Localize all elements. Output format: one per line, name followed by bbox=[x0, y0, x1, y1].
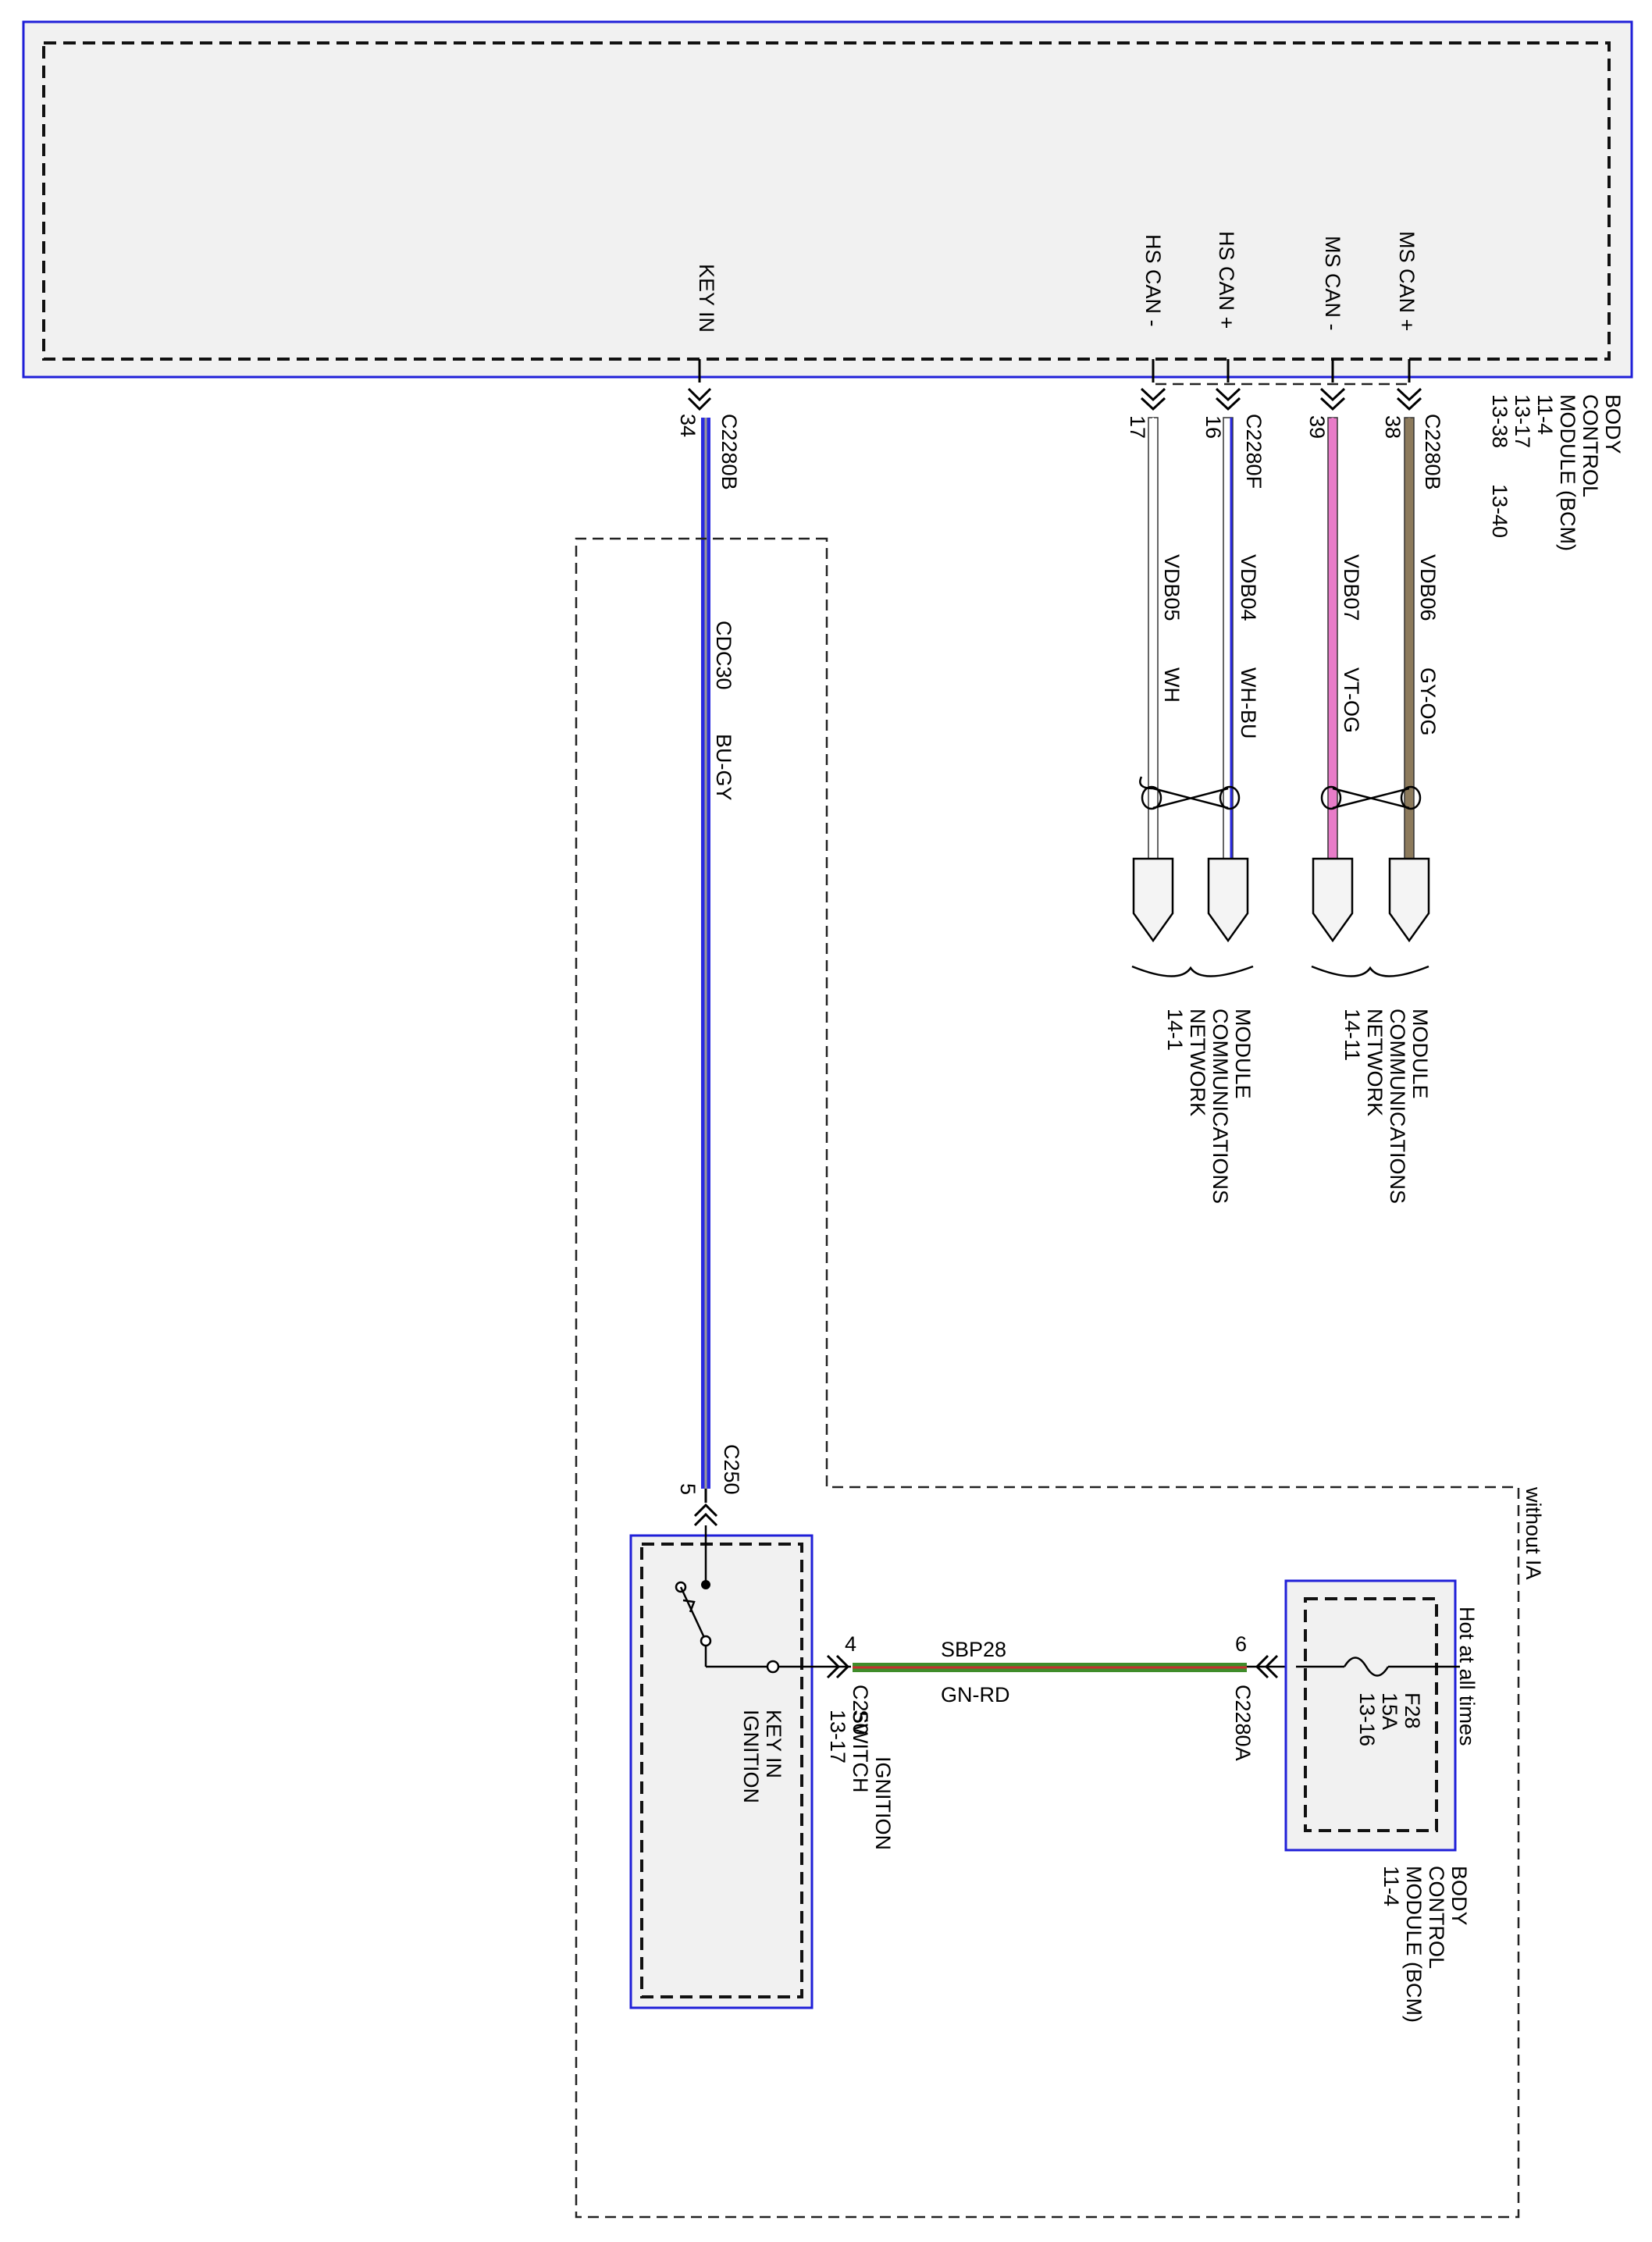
ignition-switch-outer-box bbox=[629, 1534, 814, 2009]
pin-number-38: 38 bbox=[1381, 415, 1405, 439]
bcm-bottom-outer-box bbox=[1284, 1579, 1457, 1852]
bcm-top-extra-ref: 13-40 bbox=[1488, 484, 1511, 538]
circuit-label-vdb04: VDB04 bbox=[1237, 554, 1260, 621]
network-ref-hs: MODULE COMMUNICATIONS NETWORK 14-1 bbox=[1163, 1009, 1255, 1204]
color-label-wh: WH bbox=[1160, 667, 1184, 703]
network-ref-ms-line: COMMUNICATIONS bbox=[1386, 1009, 1409, 1204]
terminal-hs-can-plus bbox=[1207, 857, 1249, 943]
pin-number-17: 17 bbox=[1126, 415, 1149, 439]
fuse-f28-label: F28 15A 13-16 bbox=[1355, 1692, 1424, 1746]
ignition-switch-title-line: 13-17 bbox=[826, 1710, 849, 1763]
pin-label-key-in: KEY IN bbox=[695, 264, 718, 333]
circuit-label-vdb07: VDB07 bbox=[1340, 554, 1363, 621]
connector-c250-top bbox=[693, 1489, 718, 1527]
ignition-internal-label-line: KEY IN bbox=[762, 1710, 785, 1778]
pin-label-hs-can-plus: HS CAN + bbox=[1215, 231, 1238, 329]
bcm-top-title: BODY CONTROL MODULE (BCM) 11-4 13-17 13-… bbox=[1488, 394, 1625, 551]
ignition-switch-title: IGNITION SWITCH 13-17 bbox=[826, 1710, 895, 1850]
bcm-bottom-inner-box bbox=[1304, 1597, 1438, 1832]
circuit-label-vdb06: VDB06 bbox=[1416, 554, 1440, 621]
bcm-top-title-line: CONTROL bbox=[1579, 394, 1602, 497]
fuse-label-line: F28 bbox=[1401, 1692, 1424, 1729]
circuit-label-sbp28: SBP28 bbox=[941, 1638, 1006, 1661]
option-label-without-ia: without IA bbox=[1522, 1486, 1545, 1580]
option-enclosure bbox=[575, 537, 1520, 2219]
connector-label-c250: C250 bbox=[849, 1685, 872, 1735]
network-ref-ms: MODULE COMMUNICATIONS NETWORK 14-11 bbox=[1340, 1009, 1432, 1204]
brace-hs bbox=[1131, 965, 1254, 977]
connector-label-c2280b: C2280B bbox=[717, 414, 741, 490]
fuse-label-line: 13-16 bbox=[1355, 1692, 1379, 1746]
brace-ms bbox=[1311, 965, 1429, 977]
network-ref-ms-line: MODULE bbox=[1408, 1009, 1432, 1099]
connector-ms-can-minus bbox=[1319, 359, 1346, 411]
bcm-bottom-title: BODY CONTROL MODULE (BCM) 11-4 bbox=[1380, 1866, 1471, 2023]
bcm-bottom-title-line: BODY bbox=[1447, 1866, 1471, 1926]
color-label-gn-rd: GN-RD bbox=[941, 1683, 1010, 1706]
connector-c2280b-ms-can bbox=[1396, 359, 1422, 411]
network-ref-hs-line: MODULE bbox=[1231, 1009, 1255, 1099]
bcm-bottom-title-line: 11-4 bbox=[1380, 1866, 1403, 1906]
connector-label-c2280a: C2280A bbox=[1231, 1685, 1255, 1761]
pin-number-4: 4 bbox=[845, 1632, 856, 1656]
bcm-bottom-title-line: MODULE (BCM) bbox=[1402, 1866, 1426, 2023]
pin-number-16: 16 bbox=[1202, 415, 1225, 439]
network-ref-hs-line: COMMUNICATIONS bbox=[1209, 1009, 1232, 1204]
fuse-label-line: 15A bbox=[1378, 1692, 1401, 1730]
pin-label-ms-can-plus: MS CAN + bbox=[1395, 231, 1419, 331]
ignition-switch-inner-box bbox=[640, 1543, 803, 1998]
network-ref-ms-line: 14-11 bbox=[1340, 1009, 1364, 1061]
bcm-top-inner-box bbox=[42, 41, 1611, 361]
connector-c2280f bbox=[1215, 359, 1241, 411]
bcm-bottom-title-line: CONTROL bbox=[1425, 1866, 1448, 1969]
bcm-top-title-line: 13-17 bbox=[1511, 394, 1534, 448]
twisted-pair-ms-symbol bbox=[1320, 785, 1422, 810]
ignition-internal-label: KEY IN IGNITION bbox=[739, 1710, 785, 1803]
connector-label-c250-top: C250 bbox=[720, 1444, 743, 1495]
ignition-switch-title-line: SWITCH bbox=[849, 1710, 872, 1792]
circuit-label-cdc30: CDC30 bbox=[712, 621, 735, 690]
color-label-bu-gy: BU-GY bbox=[712, 734, 735, 801]
twisted-pair-hs-symbol bbox=[1139, 776, 1241, 810]
ignition-switch-title-line: IGNITION bbox=[871, 1756, 895, 1850]
pin-label-ms-can-minus: MS CAN - bbox=[1321, 236, 1344, 331]
color-label-vt-og: VT-OG bbox=[1340, 667, 1363, 733]
supply-label: Hot at all times bbox=[1455, 1607, 1479, 1746]
connector-hs-can-minus bbox=[1140, 359, 1166, 411]
bcm-top-title-line: 13-38 bbox=[1488, 394, 1511, 448]
network-ref-ms-line: NETWORK bbox=[1363, 1009, 1387, 1116]
pin-number-5: 5 bbox=[676, 1483, 700, 1495]
bcm-top-title-line: BODY bbox=[1601, 394, 1625, 454]
connector-label-c2280f: C2280F bbox=[1242, 414, 1266, 489]
network-ref-hs-line: 14-1 bbox=[1163, 1009, 1187, 1051]
connector-label-c2280b-ms: C2280B bbox=[1421, 414, 1444, 490]
connector-c2280b-key-in bbox=[687, 359, 712, 411]
color-label-wh-bu: WH-BU bbox=[1237, 667, 1260, 738]
terminal-hs-can-minus bbox=[1132, 857, 1174, 943]
fuse-f28-symbol bbox=[1296, 1657, 1460, 1677]
circuit-label-vdb05: VDB05 bbox=[1160, 554, 1184, 621]
pin-number-6: 6 bbox=[1235, 1632, 1247, 1656]
key-in-switch-symbol bbox=[675, 1525, 820, 1674]
terminal-ms-can-plus bbox=[1388, 857, 1430, 943]
bcm-top-outer-box bbox=[22, 20, 1633, 379]
ignition-internal-label-line: IGNITION bbox=[739, 1710, 763, 1803]
pin-label-hs-can-minus: HS CAN - bbox=[1141, 234, 1165, 327]
pin-number-39: 39 bbox=[1305, 415, 1329, 439]
terminal-ms-can-minus bbox=[1312, 857, 1354, 943]
pin-number-34: 34 bbox=[676, 414, 700, 437]
bcm-top-title-line: 11-4 bbox=[1533, 394, 1557, 435]
bcm-top-title-line: MODULE (BCM) bbox=[1556, 394, 1579, 551]
network-ref-hs-line: NETWORK bbox=[1186, 1009, 1209, 1116]
color-label-gy-og: GY-OG bbox=[1416, 667, 1440, 736]
